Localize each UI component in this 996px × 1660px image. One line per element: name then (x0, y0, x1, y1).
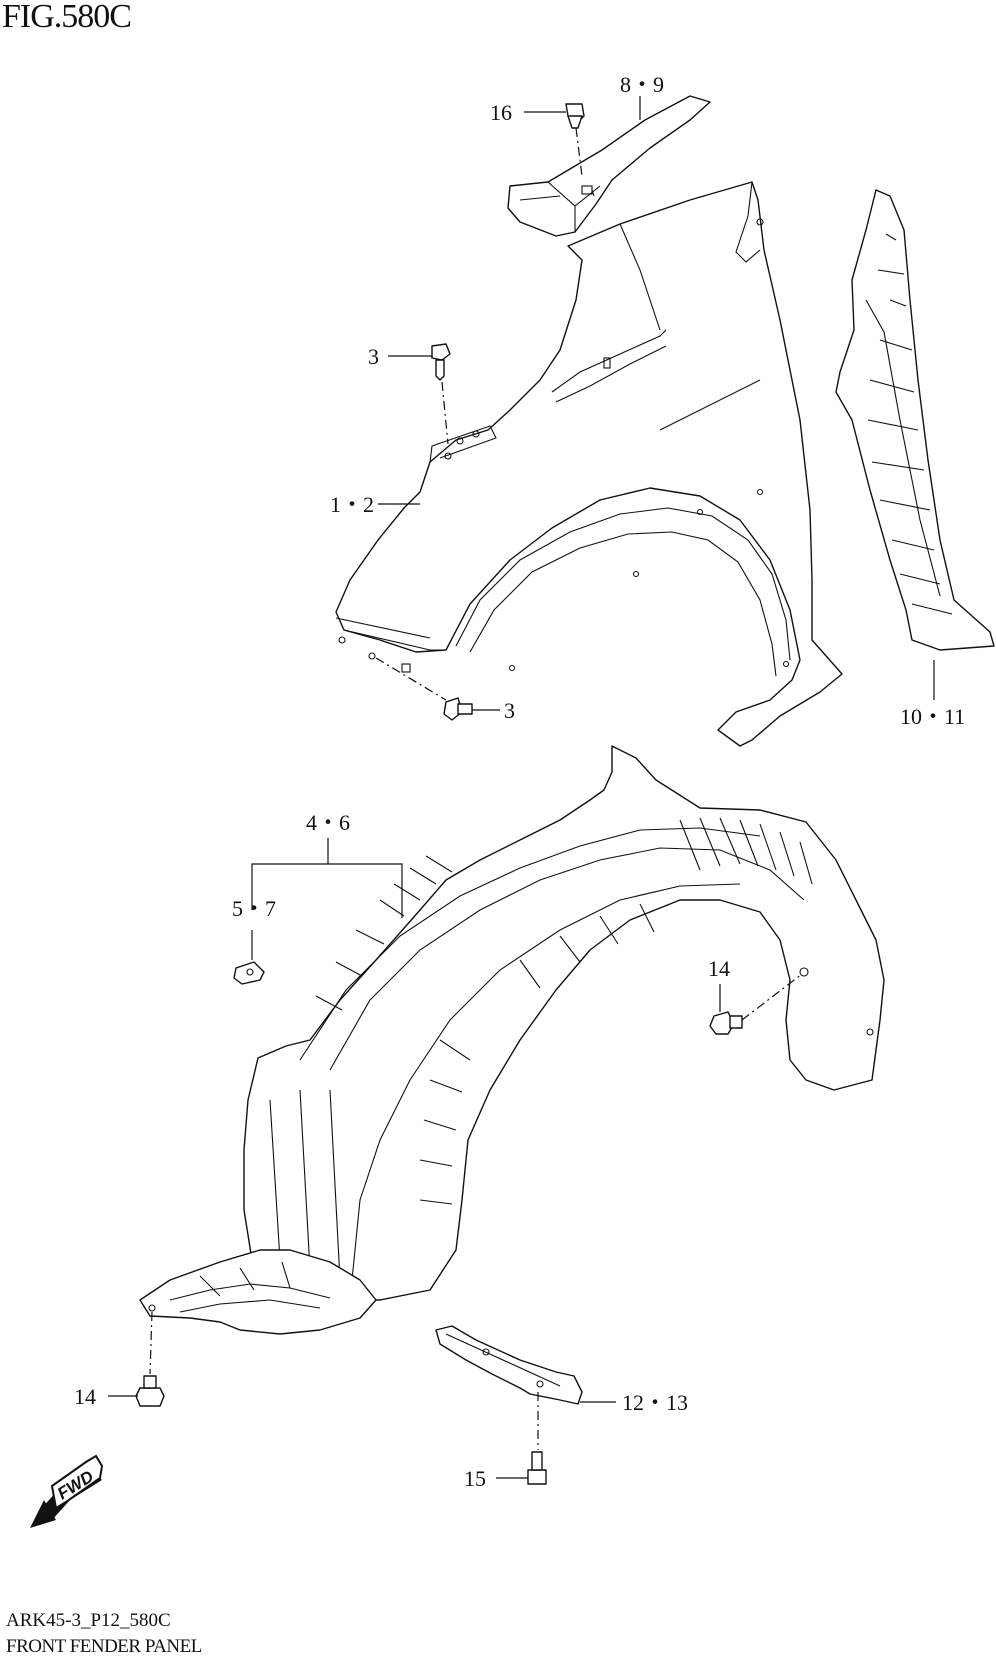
fender-bracket-part (507, 95, 711, 237)
callout-16: 16 (490, 100, 512, 125)
callout-15: 15 (464, 1466, 486, 1491)
clip-16-part (565, 103, 585, 129)
figure-code: ARK45-3_P12_580C (6, 1610, 171, 1631)
fender-side-seal-part (835, 189, 995, 651)
screw-14-right-part (709, 1011, 743, 1035)
callout-5-7: 5・7 (232, 896, 276, 921)
assembly-line-3-top (441, 381, 449, 445)
callout-3-top: 3 (368, 344, 379, 369)
callout-4-6: 4・6 (306, 810, 350, 835)
bolt-3-bottom-part (443, 697, 473, 721)
callout-10-11: 10・11 (900, 704, 965, 729)
callout-1-2: 1・2 (330, 492, 374, 517)
screw-15-part (527, 1451, 547, 1485)
front-fender-panel-part (335, 181, 843, 747)
callout-3-bottom: 3 (504, 698, 515, 723)
callout-12-13: 12・13 (622, 1390, 688, 1415)
callout-14-left: 14 (74, 1384, 96, 1409)
assembly-line-14-left (149, 1311, 153, 1375)
assembly-line-16 (575, 127, 583, 177)
figure-name: FRONT FENDER PANEL (6, 1636, 202, 1657)
figure-title: FIG.580C (2, 0, 132, 35)
inner-fender-liner-part (243, 745, 885, 1301)
assembly-line-14-right (741, 973, 803, 1021)
fwd-arrow-icon: FWD (30, 1454, 104, 1528)
bolt-3-top-part (431, 343, 451, 381)
callout-14-right: 14 (708, 956, 730, 981)
callout-8-9: 8・9 (620, 72, 664, 97)
under-cover-part (139, 1249, 377, 1335)
assembly-line-3-bottom (375, 657, 447, 701)
lower-bracket-part (435, 1325, 583, 1405)
clip-14-left-part (135, 1375, 165, 1407)
leader-4-6-bracket (251, 838, 403, 918)
clip-nut-5-7-part (233, 961, 265, 985)
